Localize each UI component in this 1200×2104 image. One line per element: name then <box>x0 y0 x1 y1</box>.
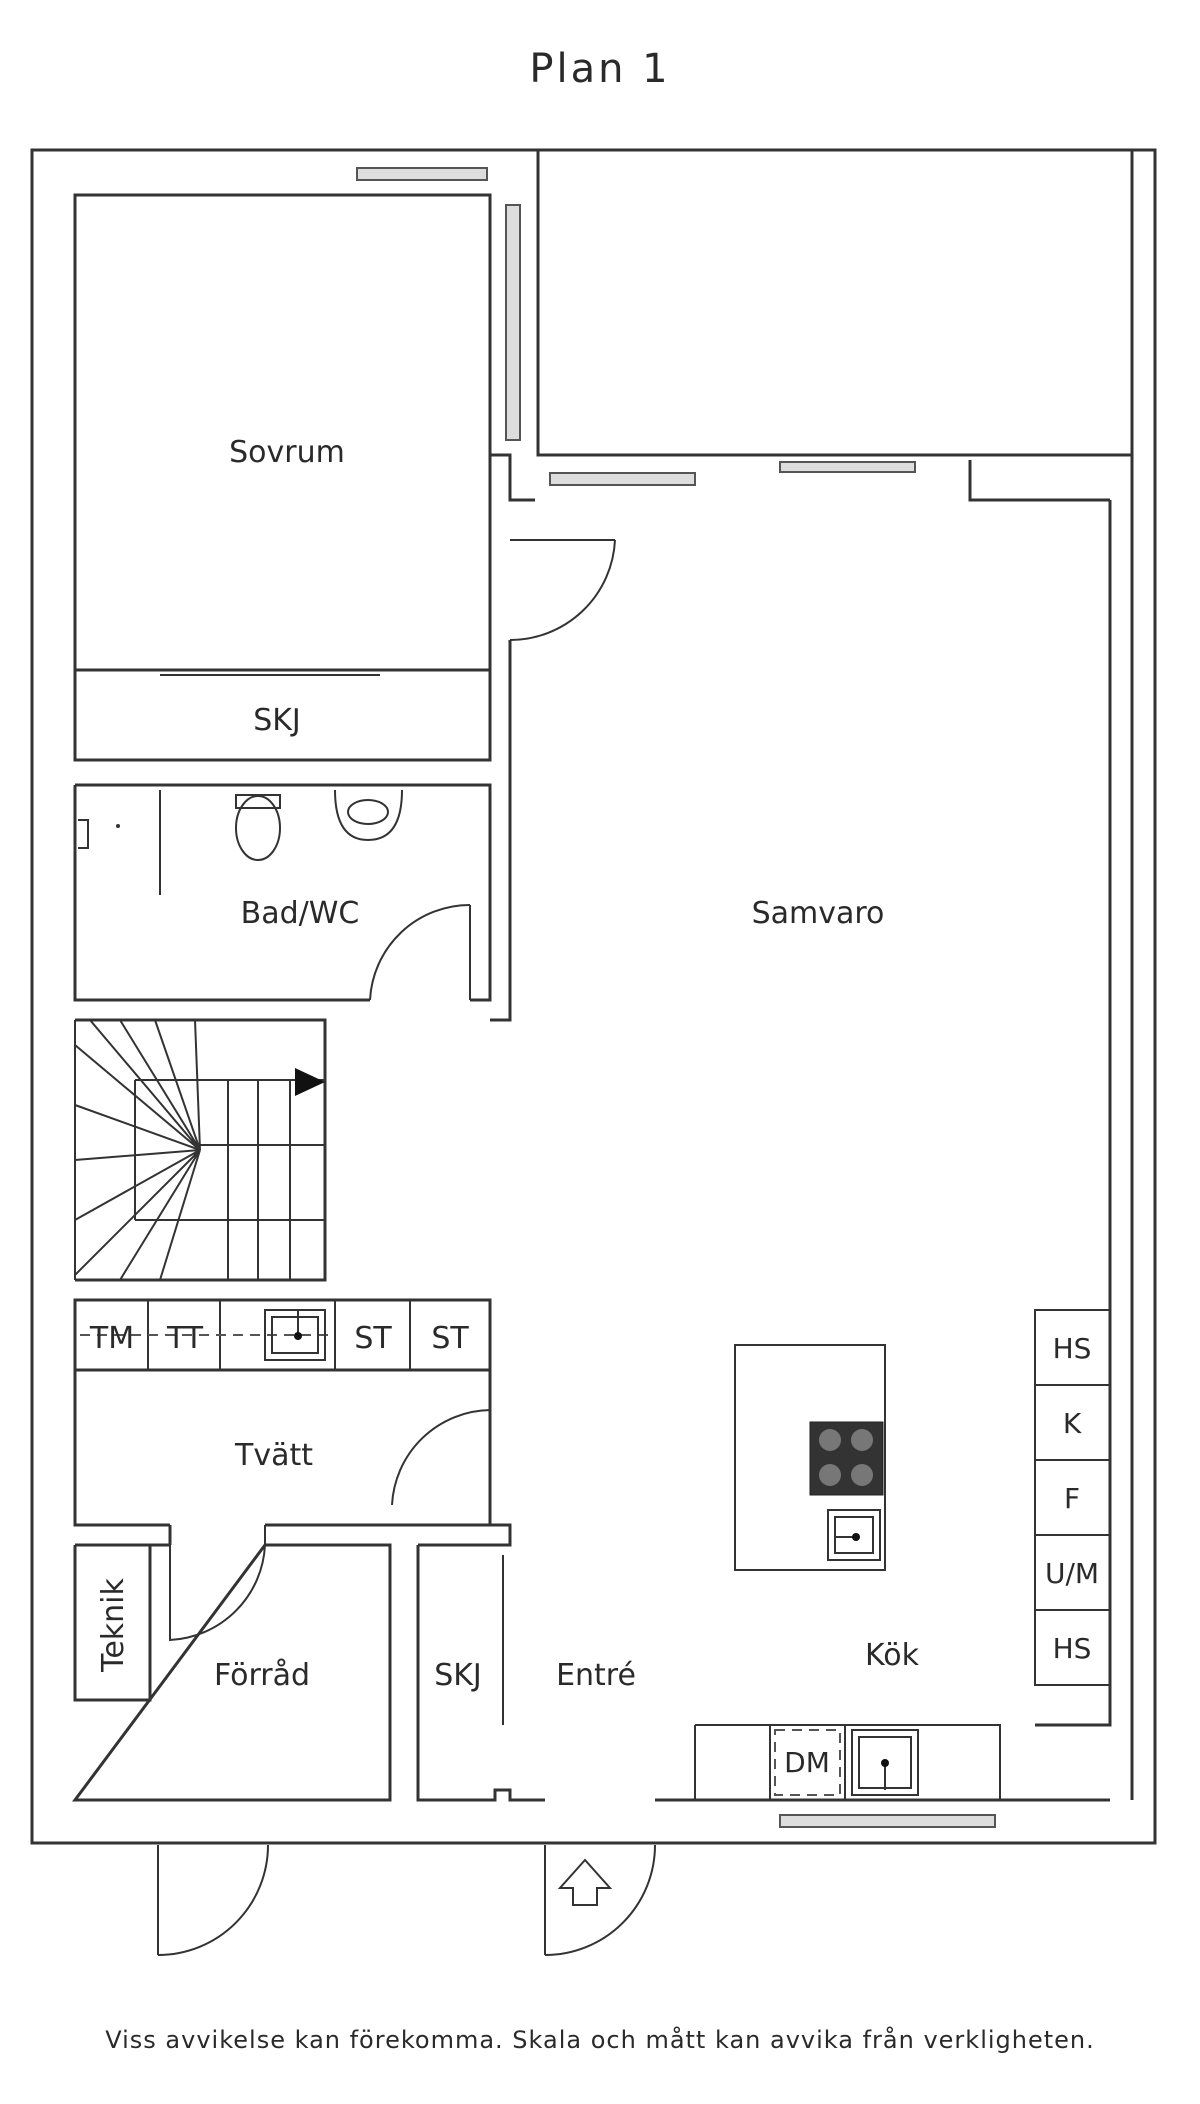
fixture-label-st-2: ST <box>431 1321 469 1356</box>
laundry <box>73 1298 512 1540</box>
room-label-forrad: Förråd <box>214 1658 310 1693</box>
room-label-sovrum: Sovrum <box>229 435 345 470</box>
storage <box>72 1525 392 1956</box>
fixture-label-f: F <box>1064 1482 1080 1515</box>
bathroom <box>73 783 492 1002</box>
outer-walls <box>30 148 1157 1845</box>
kitchen <box>694 1309 1111 1800</box>
fixture-label-hs-1: HS <box>1053 1332 1092 1365</box>
fixture-label-hs-2: HS <box>1053 1632 1092 1665</box>
fixture-label-tt: TT <box>166 1321 204 1356</box>
fixture-label-k: K <box>1063 1407 1082 1440</box>
windows <box>356 167 996 1828</box>
disclaimer-text: Viss avvikelse kan förekomma. Skala och … <box>105 2025 1095 2054</box>
fixture-label-st-1: ST <box>354 1321 392 1356</box>
staircase <box>74 1018 327 1282</box>
room-label-samvaro: Samvaro <box>752 896 885 931</box>
bedroom <box>75 195 616 1022</box>
room-label-kok: Kök <box>865 1638 920 1673</box>
fixture-label-skj-bedroom: SKJ <box>253 703 301 738</box>
entrance <box>416 1540 1110 1956</box>
room-label-tvatt: Tvätt <box>234 1438 313 1473</box>
room-label-bad: Bad/WC <box>241 896 360 931</box>
fixture-label-um: U/M <box>1045 1557 1099 1590</box>
fixture-label-dm: DM <box>784 1746 830 1779</box>
plan-title: Plan 1 <box>529 46 670 92</box>
room-label-teknik: Teknik <box>96 1577 131 1672</box>
fixture-label-tm: TM <box>89 1321 134 1356</box>
fixture-label-skj-entry: SKJ <box>434 1658 482 1693</box>
room-label-entre: Entré <box>556 1658 636 1693</box>
